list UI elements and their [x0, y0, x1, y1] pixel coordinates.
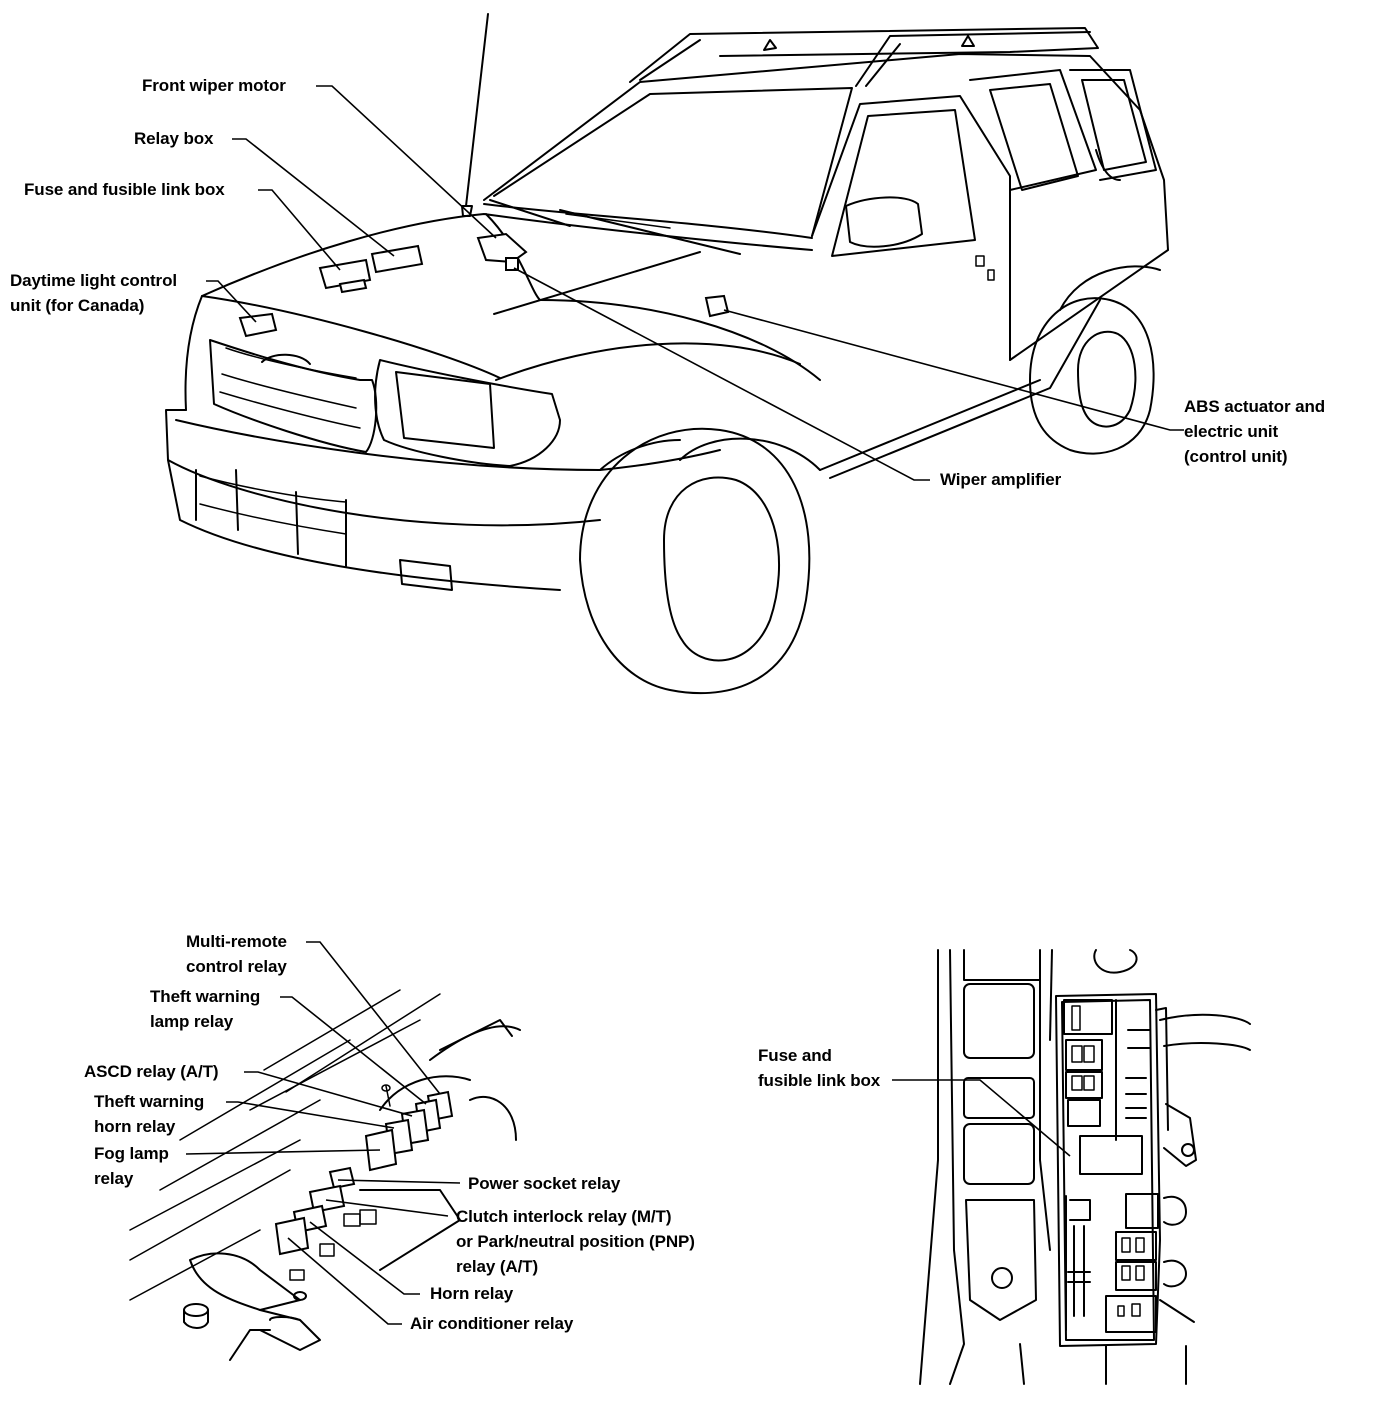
label-ascd-relay: ASCD relay (A/T) [84, 1062, 219, 1081]
abs-unit-box [704, 294, 730, 318]
wiper-amplifier-box [505, 257, 519, 271]
label-fog-lamp-relay: Fog lamp relay [94, 1144, 169, 1188]
label-horn-relay: Horn relay [430, 1284, 514, 1303]
label-air-conditioner-relay: Air conditioner relay [410, 1314, 574, 1333]
label-front-wiper-motor: Front wiper motor [142, 76, 286, 95]
fuse-box-leader-line [892, 1079, 1071, 1157]
label-theft-warning-horn-relay: Theft warning horn relay [94, 1092, 205, 1136]
label-relay-box: Relay box [134, 129, 214, 148]
label-abs-actuator: ABS actuator and electric unit (control … [1184, 397, 1326, 466]
label-fuse-link-box: Fuse and fusible link box [24, 180, 225, 199]
label-clutch-interlock-relay: Clutch interlock relay (M/T) or Park/neu… [456, 1207, 695, 1276]
label-theft-warning-lamp-relay: Theft warning lamp relay [150, 987, 261, 1031]
label-wiper-amplifier: Wiper amplifier [940, 470, 1062, 489]
fuse-box-illustration [919, 949, 1251, 1385]
label-power-socket-relay: Power socket relay [468, 1174, 621, 1193]
label-fuse-fusible-link-box-detail: Fuse and fusible link box [758, 1046, 881, 1090]
relay-area-illustration [129, 989, 521, 1361]
label-daytime-light-control-unit: Daytime light control unit (for Canada) [10, 271, 177, 315]
relay-leader-lines [185, 941, 461, 1325]
daytime-light-unit-box [238, 312, 278, 338]
vehicle-components [238, 232, 730, 338]
label-multi-remote-control-relay: Multi-remote control relay [186, 932, 287, 976]
relay-box-box [370, 244, 424, 274]
top-leader-lines [206, 85, 1184, 481]
vehicle-illustration [165, 13, 1169, 695]
